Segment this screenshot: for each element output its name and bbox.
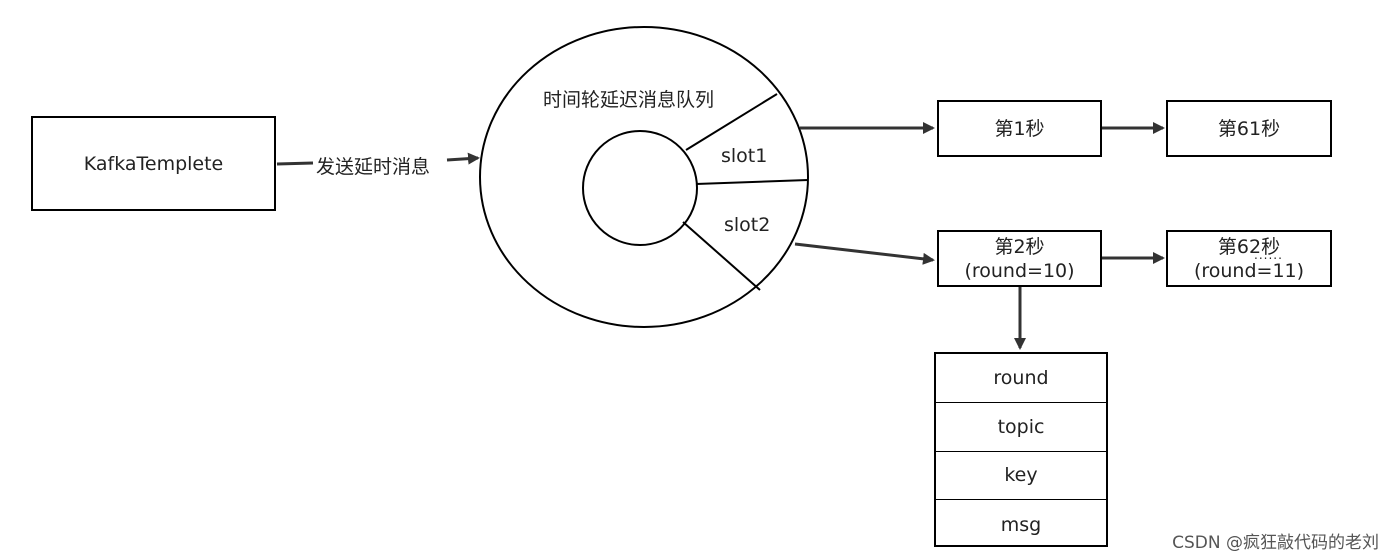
wheel-title: 时间轮延迟消息队列 xyxy=(543,89,715,111)
message-structure-box: round topic key msg xyxy=(934,352,1108,547)
slot1-second-61-label: 第61秒 xyxy=(1217,117,1281,140)
message-field-key: key xyxy=(936,452,1106,501)
wheel-inner-circle xyxy=(582,130,698,246)
wheel-divider-2 xyxy=(695,179,809,185)
wheel-slot2-label: slot2 xyxy=(724,214,771,236)
slot2-second-62-ellipsis: ...... xyxy=(1254,248,1283,262)
arrow-slot2-sec2 xyxy=(794,242,935,265)
arrow-text-wheel xyxy=(446,152,480,165)
wheel-divider-3 xyxy=(682,221,761,291)
message-field-msg: msg xyxy=(1000,513,1042,536)
slot2-second-62-box: 第62秒 (round=11) xyxy=(1166,230,1332,287)
slot2-second-2-round: (round=10) xyxy=(964,259,1075,282)
wheel-outer-ring xyxy=(479,26,809,328)
producer-box: KafkaTemplete xyxy=(31,116,276,211)
wheel-slot1-label: slot1 xyxy=(721,145,768,167)
wheel-divider-1 xyxy=(685,93,778,151)
slot1-second-1-label: 第1秒 xyxy=(994,117,1045,140)
send-arrow-label: 发送延时消息 xyxy=(316,156,431,178)
slot2-second-62-round: (round=11) xyxy=(1193,259,1305,282)
slot2-second-2-box: 第2秒 (round=10) xyxy=(937,230,1102,287)
producer-label: KafkaTemplete xyxy=(83,152,224,175)
slot1-second-61-box: 第61秒 xyxy=(1166,100,1332,157)
slot1-second-1-box: 第1秒 xyxy=(937,100,1102,157)
arrow-producer-text xyxy=(276,161,314,166)
slot2-second-62-label: 第62秒 xyxy=(1217,235,1281,258)
watermark-text: CSDN @疯狂敲代码的老刘 xyxy=(1172,533,1379,553)
message-field-round: round xyxy=(936,354,1106,403)
slot2-second-2-label: 第2秒 xyxy=(994,235,1045,258)
message-field-topic: topic xyxy=(936,403,1106,452)
